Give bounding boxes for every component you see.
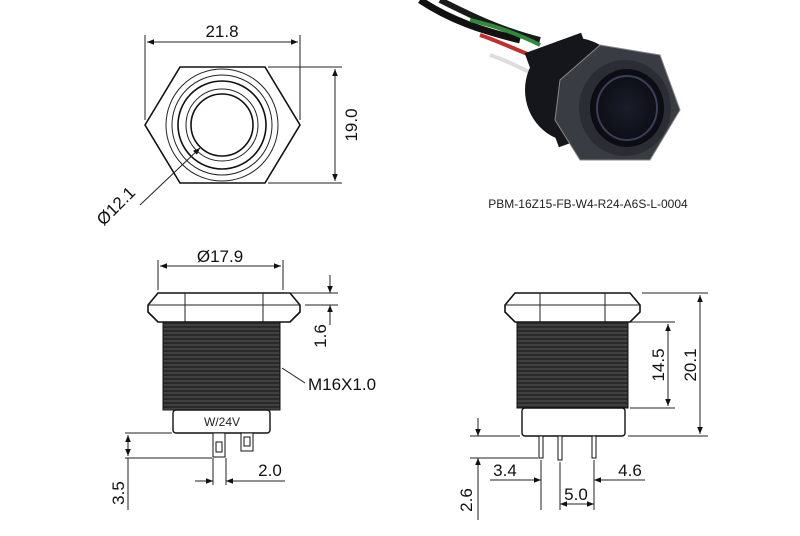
housing-label: W/24V bbox=[204, 415, 240, 429]
pin-pitch-dimension: 5.0 bbox=[564, 485, 588, 504]
right-pin-dimension: 4.6 bbox=[618, 461, 642, 480]
total-height-dimension: 20.1 bbox=[681, 348, 700, 381]
thread-label: M16X1.0 bbox=[308, 375, 376, 394]
pin-length-dimension: 2.6 bbox=[457, 488, 476, 512]
part-number: PBM-16Z15-FB-W4-R24-A6S-L-0004 bbox=[488, 197, 688, 211]
nut-dimension: 1.6 bbox=[311, 324, 330, 348]
top-view: 21.8 19.0 Ø12.1 bbox=[93, 22, 361, 229]
rear-view: 14.5 20.1 2.6 3.4 4.6 5.0 bbox=[457, 292, 708, 520]
width-dimension: 21.8 bbox=[205, 22, 238, 41]
product-photo: PBM-16Z15-FB-W4-R24-A6S-L-0004 bbox=[418, 0, 688, 211]
side-view: W/24V Ø17.9 1.6 M16X1.0 3.5 2.0 bbox=[109, 247, 376, 510]
thread-length-dimension: 14.5 bbox=[649, 348, 668, 381]
height-dimension: 19.0 bbox=[342, 108, 361, 141]
diameter-dimension: Ø12.1 bbox=[93, 183, 139, 229]
diameter-dimension: Ø17.9 bbox=[197, 247, 243, 266]
pin-spacing-dimension: 2.0 bbox=[258, 461, 282, 480]
pin-length-dimension: 3.5 bbox=[109, 481, 128, 505]
left-pin-dimension: 3.4 bbox=[493, 461, 517, 480]
